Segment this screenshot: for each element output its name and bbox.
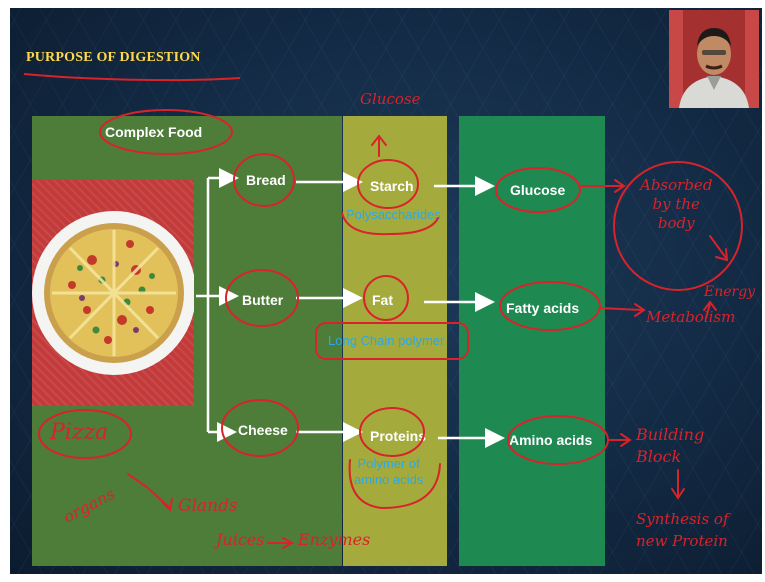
ink-synthesis: Synthesis of new Protein: [636, 510, 729, 550]
presenter-webcam: [669, 10, 759, 108]
ink-metabolism: Metabolism: [646, 308, 736, 326]
ink-absorbed: Absorbed by the body: [640, 176, 713, 232]
ink-enzymes: Enzymes: [298, 530, 371, 549]
ink-glands: Glands: [178, 496, 238, 516]
ink-energy: Energy: [704, 284, 756, 300]
slide-stage: PURPOSE OF DIGESTION: [10, 8, 762, 574]
ink-pizza: Pizza: [50, 420, 109, 445]
ink-juices: Juices: [216, 530, 265, 549]
slide-title: PURPOSE OF DIGESTION: [26, 50, 201, 65]
pizza-image: [32, 180, 196, 406]
ink-glucose-top: Glucose: [360, 90, 421, 108]
ink-building-block: Building Block: [636, 425, 705, 466]
